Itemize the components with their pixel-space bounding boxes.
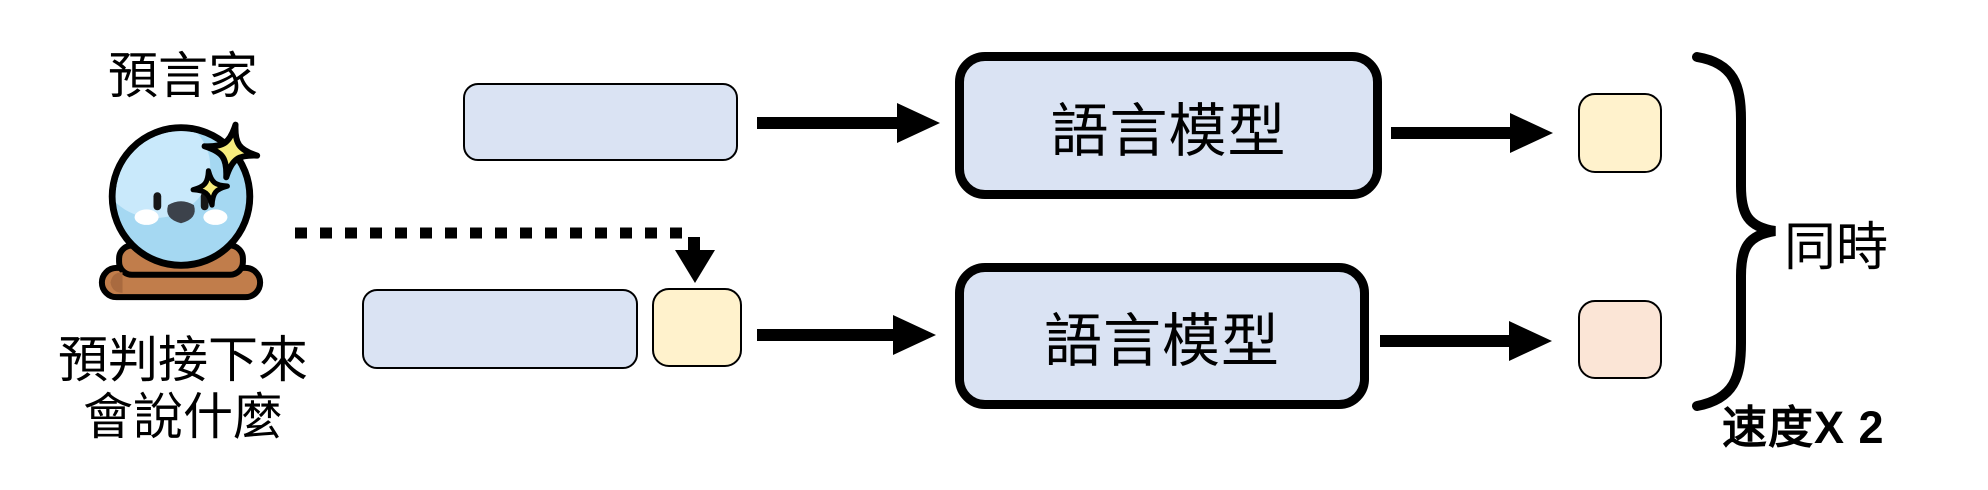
arrow-token-to-model-bottom	[757, 315, 936, 355]
model-box-top: 語言模型	[955, 52, 1382, 199]
prompt-box-bottom	[362, 289, 638, 369]
curly-brace-icon	[1692, 52, 1776, 411]
predicted-token-box	[652, 288, 742, 367]
arrow-model-to-output-top	[1391, 113, 1553, 153]
speed-label: 速度X 2	[1722, 402, 1885, 453]
nose	[167, 201, 195, 224]
prophet-label: 預言家	[108, 48, 258, 104]
cheek-right	[203, 209, 228, 225]
simultaneous-label: 同時	[1784, 219, 1889, 277]
dotted-arrow-down-icon	[295, 227, 715, 283]
arrow-prompt-to-model-top	[757, 103, 940, 143]
sparkle-large	[201, 121, 261, 181]
prophet-caption: 預判接下來 會說什麼	[23, 332, 343, 446]
model-box-bottom: 語言模型	[955, 263, 1369, 409]
cheek-left	[134, 209, 159, 225]
sparkle-small	[190, 168, 230, 208]
output-token-box-top	[1578, 93, 1662, 173]
crystal-ball-icon	[98, 121, 264, 301]
prophet-caption-line1: 預判接下來	[58, 332, 308, 388]
prompt-box-top	[463, 83, 738, 161]
prophet-caption-line2: 會說什麼	[83, 389, 283, 445]
arrow-model-to-output-bottom	[1380, 321, 1552, 361]
model-label-bottom: 語言模型	[1043, 309, 1280, 374]
output-token-box-bottom	[1578, 300, 1662, 379]
eye-left	[153, 192, 162, 211]
model-label-top: 語言模型	[1050, 98, 1287, 164]
